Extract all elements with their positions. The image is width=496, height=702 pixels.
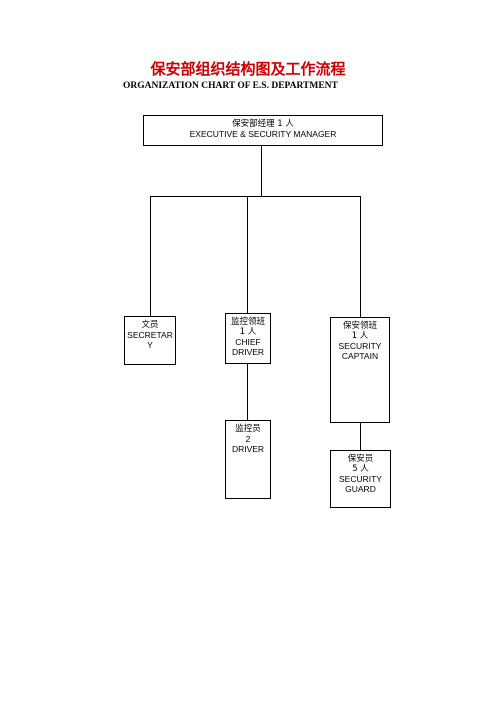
secretary-title-zh: 文员 [141, 320, 159, 330]
secretary-title-en-1: SECRETAR [127, 330, 173, 340]
security-guard-box: 保安员 5 人 SECURITY GUARD [330, 450, 391, 508]
page-title: 保安部组织结构图及工作流程 [150, 60, 346, 78]
driver-title-en: DRIVER [231, 444, 265, 454]
security-guard-title-en-2: GUARD [345, 484, 376, 494]
connector-horizontal-bus [150, 196, 361, 197]
security-captain-count: 1 人 [351, 331, 369, 341]
manager-title-en: EXECUTIVE & SECURITY MANAGER [189, 129, 337, 139]
chief-driver-box: 监控领班 1 人 CHIEF DRIVER [225, 313, 271, 364]
driver-box: 监控员 2 DRIVER [225, 420, 271, 499]
connector-manager-down [261, 145, 262, 197]
security-guard-title-en-1: SECURITY [339, 474, 382, 484]
security-guard-count: 5 人 [352, 464, 369, 474]
connector-to-secretary [150, 196, 151, 316]
manager-box: 保安部经理 1 人 EXECUTIVE & SECURITY MANAGER [143, 115, 383, 146]
chief-driver-count: 1 人 [239, 327, 257, 337]
driver-title-zh: 监控员 [235, 424, 261, 434]
connector-to-chief-driver [247, 196, 248, 314]
chief-driver-title-zh: 监控领班 [230, 317, 265, 327]
manager-title-zh: 保安部经理 1 人 [232, 119, 294, 129]
connector-captain-to-guard [360, 422, 361, 450]
security-captain-title-zh: 保安领班 [342, 321, 377, 331]
chief-driver-title-en-1: CHIEF [235, 337, 261, 347]
security-captain-title-en-1: SECURITY [338, 341, 382, 351]
chief-driver-title-en-2: DRIVER [231, 347, 265, 357]
connector-to-security-captain [360, 196, 361, 317]
security-captain-title-en-2: CAPTAIN [341, 351, 379, 361]
security-captain-box: 保安领班 1 人 SECURITY CAPTAIN [330, 317, 390, 423]
secretary-box: 文员 SECRETAR Y [124, 316, 176, 365]
secretary-title-en-2: Y [147, 340, 153, 350]
driver-count: 2 [245, 434, 251, 444]
security-guard-title-zh: 保安员 [347, 454, 374, 464]
connector-chief-to-driver [247, 363, 248, 420]
page-subtitle: ORGANIZATION CHART OF E.S. DEPARTMENT [123, 81, 338, 91]
